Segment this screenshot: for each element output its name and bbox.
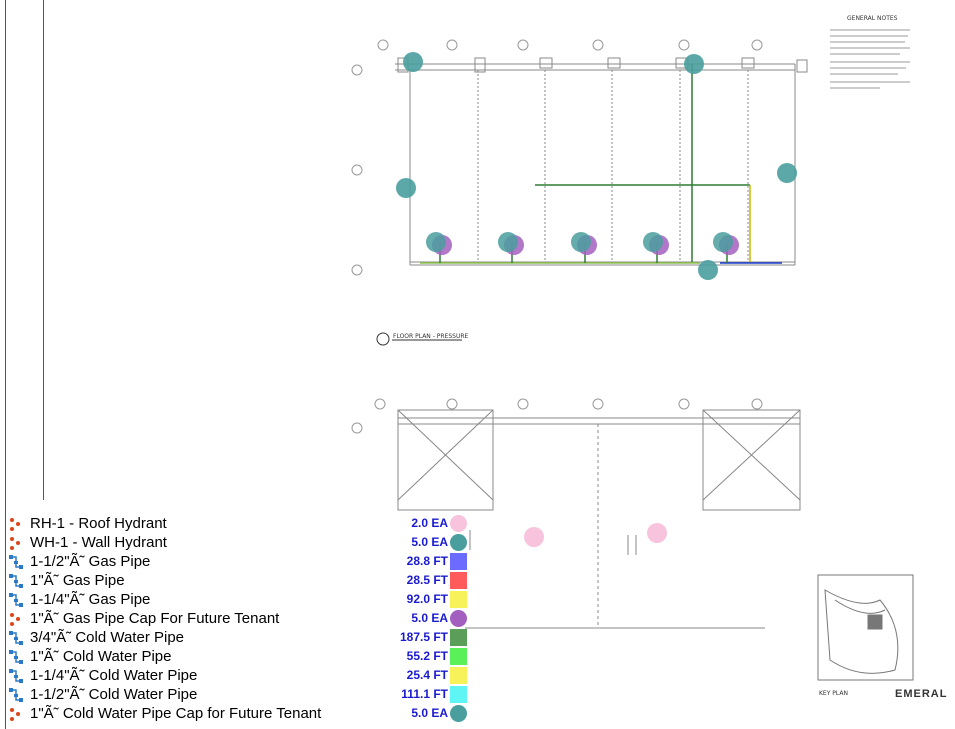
legend-label: WH-1 - Wall Hydrant	[30, 534, 167, 551]
legend-label: 1-1/2"Ã˜ Gas Pipe	[30, 553, 151, 570]
legend-label: 1"Ã˜ Cold Water Pipe Cap for Future Tena…	[30, 705, 322, 722]
key-plan-label: KEY PLAN	[819, 690, 848, 697]
legend-row[interactable]: 1"Ã˜ Cold Water Pipe	[8, 647, 172, 666]
legend-color-swatch[interactable]	[450, 629, 467, 646]
legend-label: 1-1/4"Ã˜ Gas Pipe	[30, 591, 151, 608]
legend-color-swatch[interactable]	[450, 610, 467, 627]
key-plan	[817, 574, 914, 681]
linear-measure-icon	[8, 647, 30, 666]
legend-color-swatch[interactable]	[450, 648, 467, 665]
legend-color-swatch[interactable]	[450, 515, 467, 532]
legend-quantity: 28.5 FT	[406, 573, 448, 587]
panel-divider-left	[5, 0, 6, 729]
wall-hydrant-marker	[777, 163, 797, 183]
roof-hydrant-markers[interactable]	[524, 523, 667, 547]
legend-color-swatch[interactable]	[450, 667, 467, 684]
legend-quantity: 28.8 FT	[406, 554, 448, 568]
general-notes-block	[830, 29, 910, 89]
linear-measure-icon	[8, 685, 30, 704]
legend-label: 1"Ã˜ Gas Pipe	[30, 572, 125, 589]
linear-measure-icon	[8, 628, 30, 647]
legend-quantity: 111.1 FT	[401, 687, 448, 701]
legend-row[interactable]: 1"Ã˜ Gas Pipe Cap For Future Tenant	[8, 609, 279, 628]
grid-bubbles-upper	[351, 39, 763, 276]
count-marker-icon	[8, 704, 30, 723]
plan-title-marker	[376, 332, 462, 346]
linear-measure-icon	[8, 590, 30, 609]
legend-row[interactable]: RH-1 - Roof Hydrant	[8, 514, 167, 533]
legend-quantity: 5.0 EA	[411, 535, 448, 549]
legend-row[interactable]: 1-1/2"Ã˜ Gas Pipe	[8, 552, 150, 571]
legend-color-swatch[interactable]	[450, 705, 467, 722]
legend-quantity: 92.0 FT	[406, 592, 448, 606]
legend-row[interactable]: 3/4"Ã˜ Cold Water Pipe	[8, 628, 184, 647]
legend-row[interactable]: 1-1/4"Ã˜ Cold Water Pipe	[8, 666, 197, 685]
wall-hydrant-marker	[698, 260, 718, 280]
wall-hydrant-markers[interactable]	[396, 52, 797, 280]
legend-quantity: 25.4 FT	[406, 668, 448, 682]
legend-color-swatch[interactable]	[450, 534, 467, 551]
linear-measure-icon	[8, 552, 30, 571]
count-marker-icon	[8, 533, 30, 552]
legend-color-swatch[interactable]	[450, 686, 467, 703]
linear-measure-icon	[8, 571, 30, 590]
legend-label: 3/4"Ã˜ Cold Water Pipe	[30, 629, 184, 646]
legend-color-swatch[interactable]	[450, 572, 467, 589]
legend-quantity: 187.5 FT	[399, 630, 448, 644]
legend-quantity: 5.0 EA	[411, 706, 448, 720]
linear-measure-icon	[8, 666, 30, 685]
count-marker-icon	[8, 609, 30, 628]
wall-hydrant-marker	[684, 54, 704, 74]
lower-floor-plan	[397, 409, 801, 629]
grid-bubbles-lower	[351, 398, 763, 434]
firm-logo: EMERAL	[895, 688, 948, 700]
legend-label: 1-1/4"Ã˜ Cold Water Pipe	[30, 667, 198, 684]
legend-row[interactable]: 1-1/4"Ã˜ Gas Pipe	[8, 590, 150, 609]
legend-row[interactable]: 1-1/2"Ã˜ Cold Water Pipe	[8, 685, 197, 704]
legend-color-swatch[interactable]	[450, 591, 467, 608]
wall-hydrant-marker	[396, 178, 416, 198]
legend-row[interactable]: WH-1 - Wall Hydrant	[8, 533, 167, 552]
legend-quantity: 2.0 EA	[411, 516, 448, 530]
general-notes-title: GENERAL NOTES	[847, 15, 898, 22]
pipe-runs	[420, 64, 782, 264]
plan-title: FLOOR PLAN - PRESSURE	[393, 333, 469, 340]
legend-label: 1"Ã˜ Gas Pipe Cap For Future Tenant	[30, 610, 280, 627]
legend-row[interactable]: 1"Ã˜ Gas Pipe	[8, 571, 125, 590]
count-marker-icon	[8, 514, 30, 533]
upper-floor-plan	[395, 57, 808, 266]
legend-label: 1"Ã˜ Cold Water Pipe	[30, 648, 172, 665]
legend-color-swatch[interactable]	[450, 553, 467, 570]
legend-label: RH-1 - Roof Hydrant	[30, 515, 167, 532]
legend-label: 1-1/2"Ã˜ Cold Water Pipe	[30, 686, 198, 703]
panel-divider-right	[43, 0, 44, 500]
legend-quantity: 55.2 FT	[406, 649, 448, 663]
tenant-cap-markers[interactable]	[426, 232, 739, 255]
wall-hydrant-marker	[403, 52, 423, 72]
legend-row[interactable]: 1"Ã˜ Cold Water Pipe Cap for Future Tena…	[8, 704, 321, 723]
legend-quantity: 5.0 EA	[411, 611, 448, 625]
